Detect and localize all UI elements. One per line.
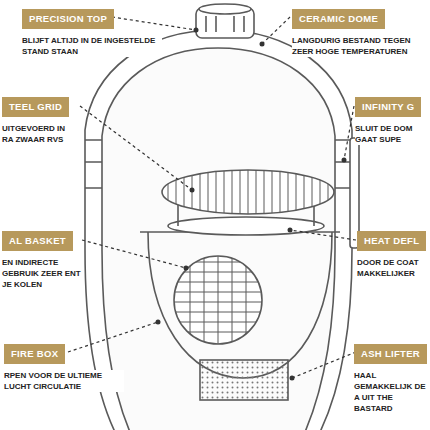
part-name: ASH LIFTER <box>354 344 427 364</box>
part-description: LANGDURIG BESTAND TEGEN ZEER HOGE TEMPER… <box>292 35 426 57</box>
charcoal-basket <box>174 256 262 344</box>
basket-mesh <box>174 256 262 344</box>
part-name: TEEL GRID <box>2 97 69 117</box>
leader-line <box>112 17 196 30</box>
callout-label: FIRE BOX RPEN VOOR DE ULTIEME LUCHT CIRCU… <box>4 343 124 392</box>
leader-dot <box>156 320 161 325</box>
leader-line <box>68 322 158 352</box>
fire-box <box>148 232 332 378</box>
leader-dot <box>290 376 295 381</box>
leader-line <box>292 352 356 378</box>
leader-dot <box>260 42 265 47</box>
callout-label: PRECISION TOP BLIJFT ALTIJD IN DE INGESTE… <box>22 8 162 57</box>
callout-label: ASH LIFTER HAAL GEMAKKELIJK DE A UIT THE … <box>354 343 427 414</box>
leader-line <box>82 240 186 268</box>
callout-label: AL BASKET EN INDIRECTE GEBRUIK ZEER ENT J… <box>2 230 82 290</box>
leader-dot <box>288 228 293 233</box>
ash-lifter <box>200 360 288 400</box>
leader-line <box>80 106 192 190</box>
callout-label: INFINITY G SLUIT DE DOM GAAT SUPE <box>355 96 427 145</box>
part-name: HEAT DEFL <box>357 231 426 251</box>
part-description: DOOR DE COAT MAKKELIJKER <box>357 257 427 279</box>
vent-slots <box>206 16 244 32</box>
part-description: RPEN VOOR DE ULTIEME LUCHT CIRCULATIE <box>4 370 124 392</box>
part-description: UITGEVOERD IN RA ZWAAR RVS <box>2 123 78 145</box>
leader-dot <box>342 158 347 163</box>
leader-dot <box>184 266 189 271</box>
body-outline <box>85 30 352 430</box>
inner-wall <box>102 48 335 430</box>
part-description: HAAL GEMAKKELIJK DE A UIT THE BASTARD <box>354 370 426 414</box>
part-name: PRECISION TOP <box>22 9 114 29</box>
precision-top-cap <box>199 4 251 14</box>
callout-label: TEEL GRID UITGEVOERD IN RA ZWAAR RVS <box>2 96 78 145</box>
part-name: FIRE BOX <box>4 344 65 364</box>
leader-line <box>344 106 354 160</box>
part-description: EN INDIRECTE GEBRUIK ZEER ENT JE KOLEN <box>2 257 82 290</box>
leader-line <box>290 230 356 240</box>
callout-label: CERAMIC DOME LANGDURIG BESTAND TEGEN ZEER… <box>292 8 426 57</box>
heat-deflector <box>168 217 324 235</box>
part-description: BLIJFT ALTIJD IN DE INGESTELDE STAND STA… <box>22 35 162 57</box>
part-name: AL BASKET <box>2 231 73 251</box>
callout-label: HEAT DEFL DOOR DE COAT MAKKELIJKER <box>357 230 427 279</box>
part-description: SLUIT DE DOM GAAT SUPE <box>355 123 427 145</box>
leader-dot <box>190 188 195 193</box>
leader-dot <box>194 28 199 33</box>
part-name: CERAMIC DOME <box>292 9 385 29</box>
leader-line <box>262 17 290 44</box>
part-name: INFINITY G <box>355 97 421 117</box>
grid-bars <box>168 160 328 220</box>
